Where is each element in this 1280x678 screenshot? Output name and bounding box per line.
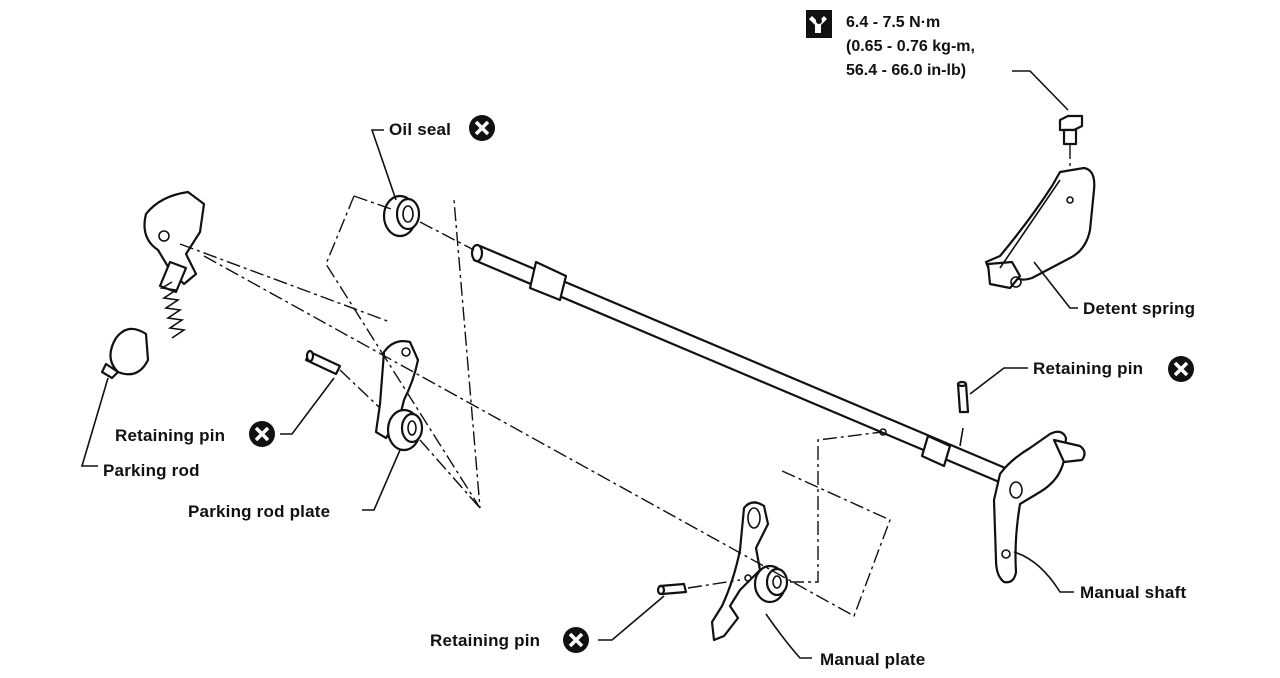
label-retaining-pin-left: Retaining pin <box>115 426 225 445</box>
oil-seal <box>382 194 421 238</box>
manual-shaft <box>470 243 1086 584</box>
label-oil-seal: Oil seal <box>389 120 451 139</box>
torque-spec: 6.4 - 7.5 N·m (0.65 - 0.76 kg-m, 56.4 - … <box>806 10 1069 111</box>
label-retaining-pin-bottom: Retaining pin <box>430 631 540 650</box>
parking-rod-leader <box>80 377 109 467</box>
torque-line-3: 56.4 - 66.0 in-lb) <box>846 62 966 79</box>
detent-spring <box>984 166 1096 290</box>
do-not-reuse-icon <box>249 421 275 447</box>
label-parking-rod-plate: Parking rod plate <box>188 502 330 521</box>
parking-rod-plate <box>374 340 424 452</box>
manual-plate <box>710 501 789 642</box>
parking-rod-plate-leader <box>362 449 401 511</box>
label-manual-plate: Manual plate <box>820 650 925 669</box>
assembly-lines <box>179 195 891 618</box>
bolt <box>1058 114 1084 205</box>
manual-shaft-leader <box>1013 551 1074 593</box>
retaining-pin-left-leader <box>280 377 335 435</box>
label-parking-rod: Parking rod <box>103 461 200 480</box>
torque-leader <box>1012 70 1069 111</box>
do-not-reuse-icon <box>469 115 495 141</box>
label-detent-spring: Detent spring <box>1083 299 1195 318</box>
retaining-pin-bottom <box>656 582 688 596</box>
retaining-pin-left <box>304 349 342 376</box>
retaining-pin-bottom-leader <box>598 595 665 641</box>
retaining-pin-right-leader <box>969 367 1028 395</box>
torque-line-2: (0.65 - 0.76 kg-m, <box>846 38 975 55</box>
oil-seal-leader <box>370 129 397 201</box>
do-not-reuse-icon <box>563 627 589 653</box>
retaining-pin-right <box>956 380 970 414</box>
torque-wrench-icon <box>806 10 832 38</box>
do-not-reuse-icon <box>1168 356 1194 382</box>
label-manual-shaft: Manual shaft <box>1080 583 1186 602</box>
label-retaining-pin-right: Retaining pin <box>1033 359 1143 378</box>
detent-spring-leader <box>1033 261 1078 309</box>
torque-line-1: 6.4 - 7.5 N·m <box>846 14 940 31</box>
parking-rod <box>100 190 206 380</box>
manual-plate-leader <box>765 613 812 659</box>
